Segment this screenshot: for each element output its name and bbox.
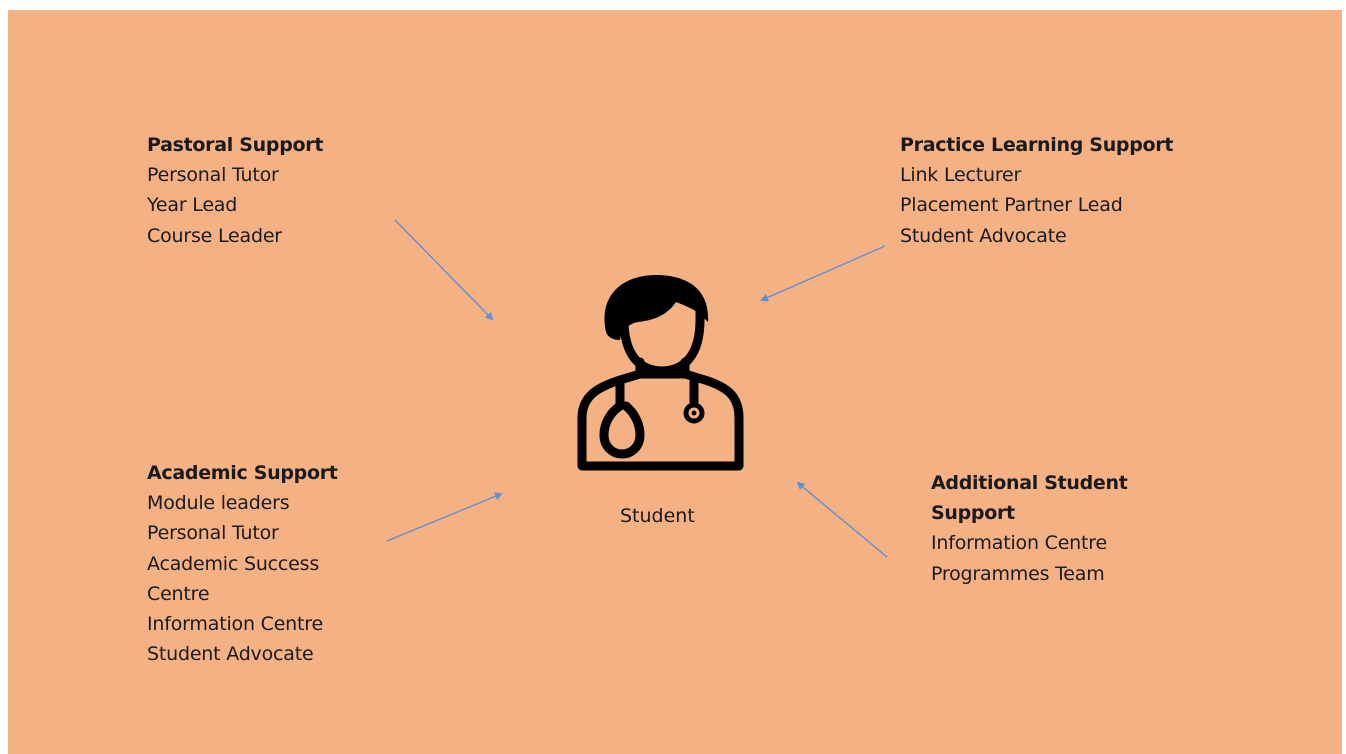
list-item: Programmes Team [931,562,1105,585]
doctor-with-stethoscope-icon [577,301,744,471]
group-title: Additional Student Support [931,472,1128,525]
arrows-layer [386,219,888,558]
list-item: Personal Tutor [147,164,279,187]
list-item: Centre [147,582,210,605]
practice-learning-support-group: Practice Learning Support Link Lecturer … [900,130,1173,251]
student-label: Student [620,505,695,527]
arrow-practice [760,245,886,302]
arrow-pastoral [394,219,494,321]
list-item: Academic Success [147,552,320,575]
additional-student-support-group: Additional Student Support Information C… [931,468,1161,589]
diagram-canvas: Pastoral Support Personal Tutor Year Lea… [8,10,1342,754]
list-item: Module leaders [147,492,290,515]
list-item: Course Leader [147,224,282,247]
hair-shape [604,275,709,340]
list-item: Link Lecturer [900,164,1022,187]
arrow-additional [796,481,888,558]
list-item: Student Advocate [147,643,314,666]
list-item: Information Centre [931,532,1107,555]
list-item: Information Centre [147,613,323,636]
list-item: Year Lead [147,194,238,217]
group-title: Pastoral Support [147,134,324,156]
stethoscope-chestpiece [683,402,705,424]
group-title: Practice Learning Support [900,134,1174,156]
group-title: Academic Support [147,462,338,484]
list-item: Placement Partner Lead [900,194,1123,217]
pastoral-support-group: Pastoral Support Personal Tutor Year Lea… [147,130,323,251]
academic-support-group: Academic Support Module leaders Personal… [147,458,338,669]
list-item: Student Advocate [900,224,1067,247]
list-item: Personal Tutor [147,522,279,545]
arrow-academic [386,492,503,542]
